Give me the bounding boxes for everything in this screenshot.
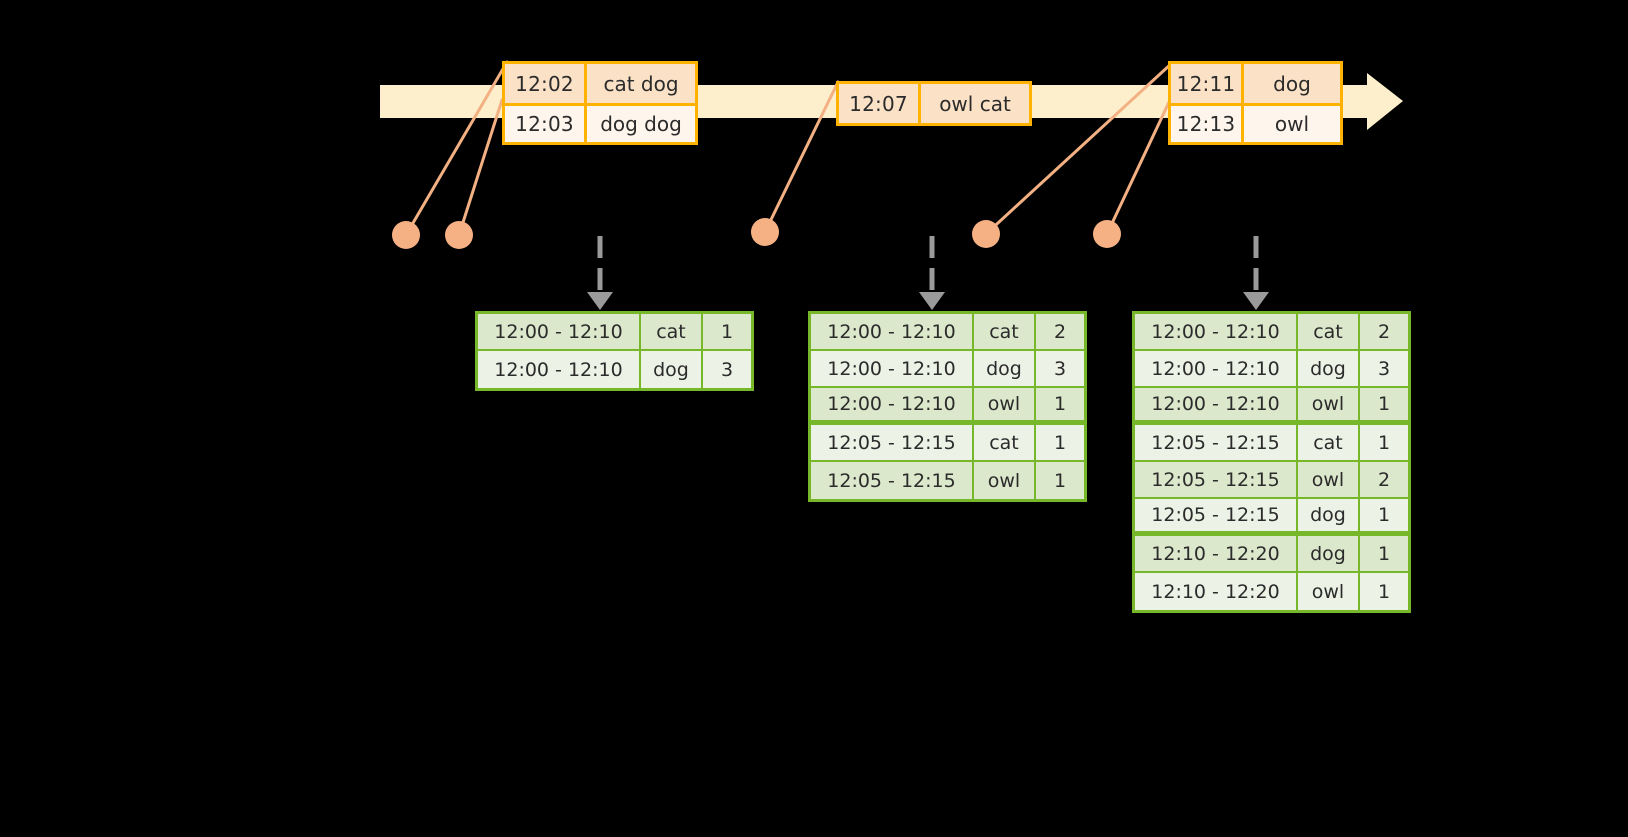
event-payload: cat dog [603, 71, 679, 96]
connector-3 [763, 80, 840, 234]
event-payload: owl [1274, 112, 1310, 136]
key-cell: owl [1298, 388, 1360, 420]
key-cell: owl [974, 462, 1036, 499]
count-cell: 2 [1360, 314, 1408, 349]
key-cell: owl [974, 388, 1036, 420]
count-cell: 1 [703, 314, 751, 349]
arrowhead-icon [919, 292, 945, 310]
count-cell: 1 [1036, 425, 1084, 460]
event-timestamp: 12:02 [505, 64, 587, 103]
window-cell: 12:05 - 12:15 [811, 425, 974, 460]
count-cell: 1 [1360, 573, 1408, 610]
timeline-event-row: 12:02 cat dog [505, 64, 695, 103]
event-timestamp: 12:11 [1171, 64, 1244, 103]
timeline-event-row: 12:13 owl [1171, 103, 1340, 142]
event-payload: dog [1273, 71, 1311, 96]
timeline-event-box-group-3[interactable]: 12:11 dog 12:13 owl [1168, 61, 1343, 145]
key-cell: cat [974, 425, 1036, 460]
window-cell: 12:10 - 12:20 [1135, 573, 1298, 610]
timeline-event-box-group-2[interactable]: 12:07 owl cat [836, 81, 1032, 126]
window-cell: 12:05 - 12:15 [1135, 462, 1298, 497]
count-cell: 2 [1036, 314, 1084, 349]
dashed-arrow-to-table-1 [587, 236, 613, 310]
count-cell: 3 [703, 351, 751, 388]
window-cell: 12:00 - 12:10 [811, 388, 974, 420]
timeline-event-row: 12:03 dog dog [505, 103, 695, 142]
event-timestamp: 12:03 [505, 106, 587, 142]
count-cell: 1 [1360, 388, 1408, 420]
dashed-arrow-to-table-2 [919, 236, 945, 310]
count-cell: 1 [1036, 388, 1084, 420]
window-cell: 12:00 - 12:10 [811, 314, 974, 349]
window-cell: 12:00 - 12:10 [811, 351, 974, 386]
event-marker-4 [972, 220, 1000, 248]
key-cell: owl [1298, 462, 1360, 497]
window-cell: 12:00 - 12:10 [478, 314, 641, 349]
count-cell: 1 [1360, 536, 1408, 571]
key-cell: cat [974, 314, 1036, 349]
count-cell: 2 [1360, 462, 1408, 497]
count-cell: 1 [1360, 499, 1408, 531]
event-marker-3 [751, 218, 779, 246]
dashed-arrows [587, 236, 1269, 310]
key-cell: dog [974, 351, 1036, 386]
event-marker-2 [445, 221, 473, 249]
event-timestamp: 12:07 [839, 84, 921, 123]
window-cell: 12:00 - 12:10 [1135, 351, 1298, 386]
window-cell: 12:00 - 12:10 [478, 351, 641, 388]
timeline-event-row: 12:07 owl cat [839, 84, 1029, 123]
key-cell: dog [1298, 499, 1360, 531]
key-cell: dog [1298, 536, 1360, 571]
event-payload: dog dog [600, 112, 682, 136]
arrowhead-icon [1243, 292, 1269, 310]
window-cell: 12:10 - 12:20 [1135, 536, 1298, 571]
count-cell: 3 [1360, 351, 1408, 386]
key-cell: cat [641, 314, 703, 349]
window-cell: 12:00 - 12:10 [1135, 388, 1298, 420]
key-cell: dog [641, 351, 703, 388]
window-cell: 12:05 - 12:15 [1135, 499, 1298, 531]
dashed-arrow-to-table-3 [1243, 236, 1269, 310]
connector-2 [457, 98, 504, 237]
event-marker-5 [1093, 220, 1121, 248]
event-marker-1 [392, 221, 420, 249]
window-cell: 12:00 - 12:10 [1135, 314, 1298, 349]
event-timestamp: 12:13 [1171, 106, 1244, 142]
window-cell: 12:05 - 12:15 [811, 462, 974, 499]
count-cell: 3 [1036, 351, 1084, 386]
key-cell: cat [1298, 314, 1360, 349]
connector-5 [1105, 98, 1172, 236]
timeline-event-box-group-1[interactable]: 12:02 cat dog 12:03 dog dog [502, 61, 698, 145]
timeline-arrowhead [1367, 73, 1403, 130]
key-cell: cat [1298, 425, 1360, 460]
window-cell: 12:05 - 12:15 [1135, 425, 1298, 460]
event-payload: owl cat [939, 91, 1011, 116]
count-cell: 1 [1360, 425, 1408, 460]
arrowhead-icon [587, 292, 613, 310]
timeline-event-row: 12:11 dog [1171, 64, 1340, 103]
count-cell: 1 [1036, 462, 1084, 499]
connector-1 [404, 60, 509, 237]
event-markers [392, 218, 1121, 249]
key-cell: owl [1298, 573, 1360, 610]
key-cell: dog [1298, 351, 1360, 386]
